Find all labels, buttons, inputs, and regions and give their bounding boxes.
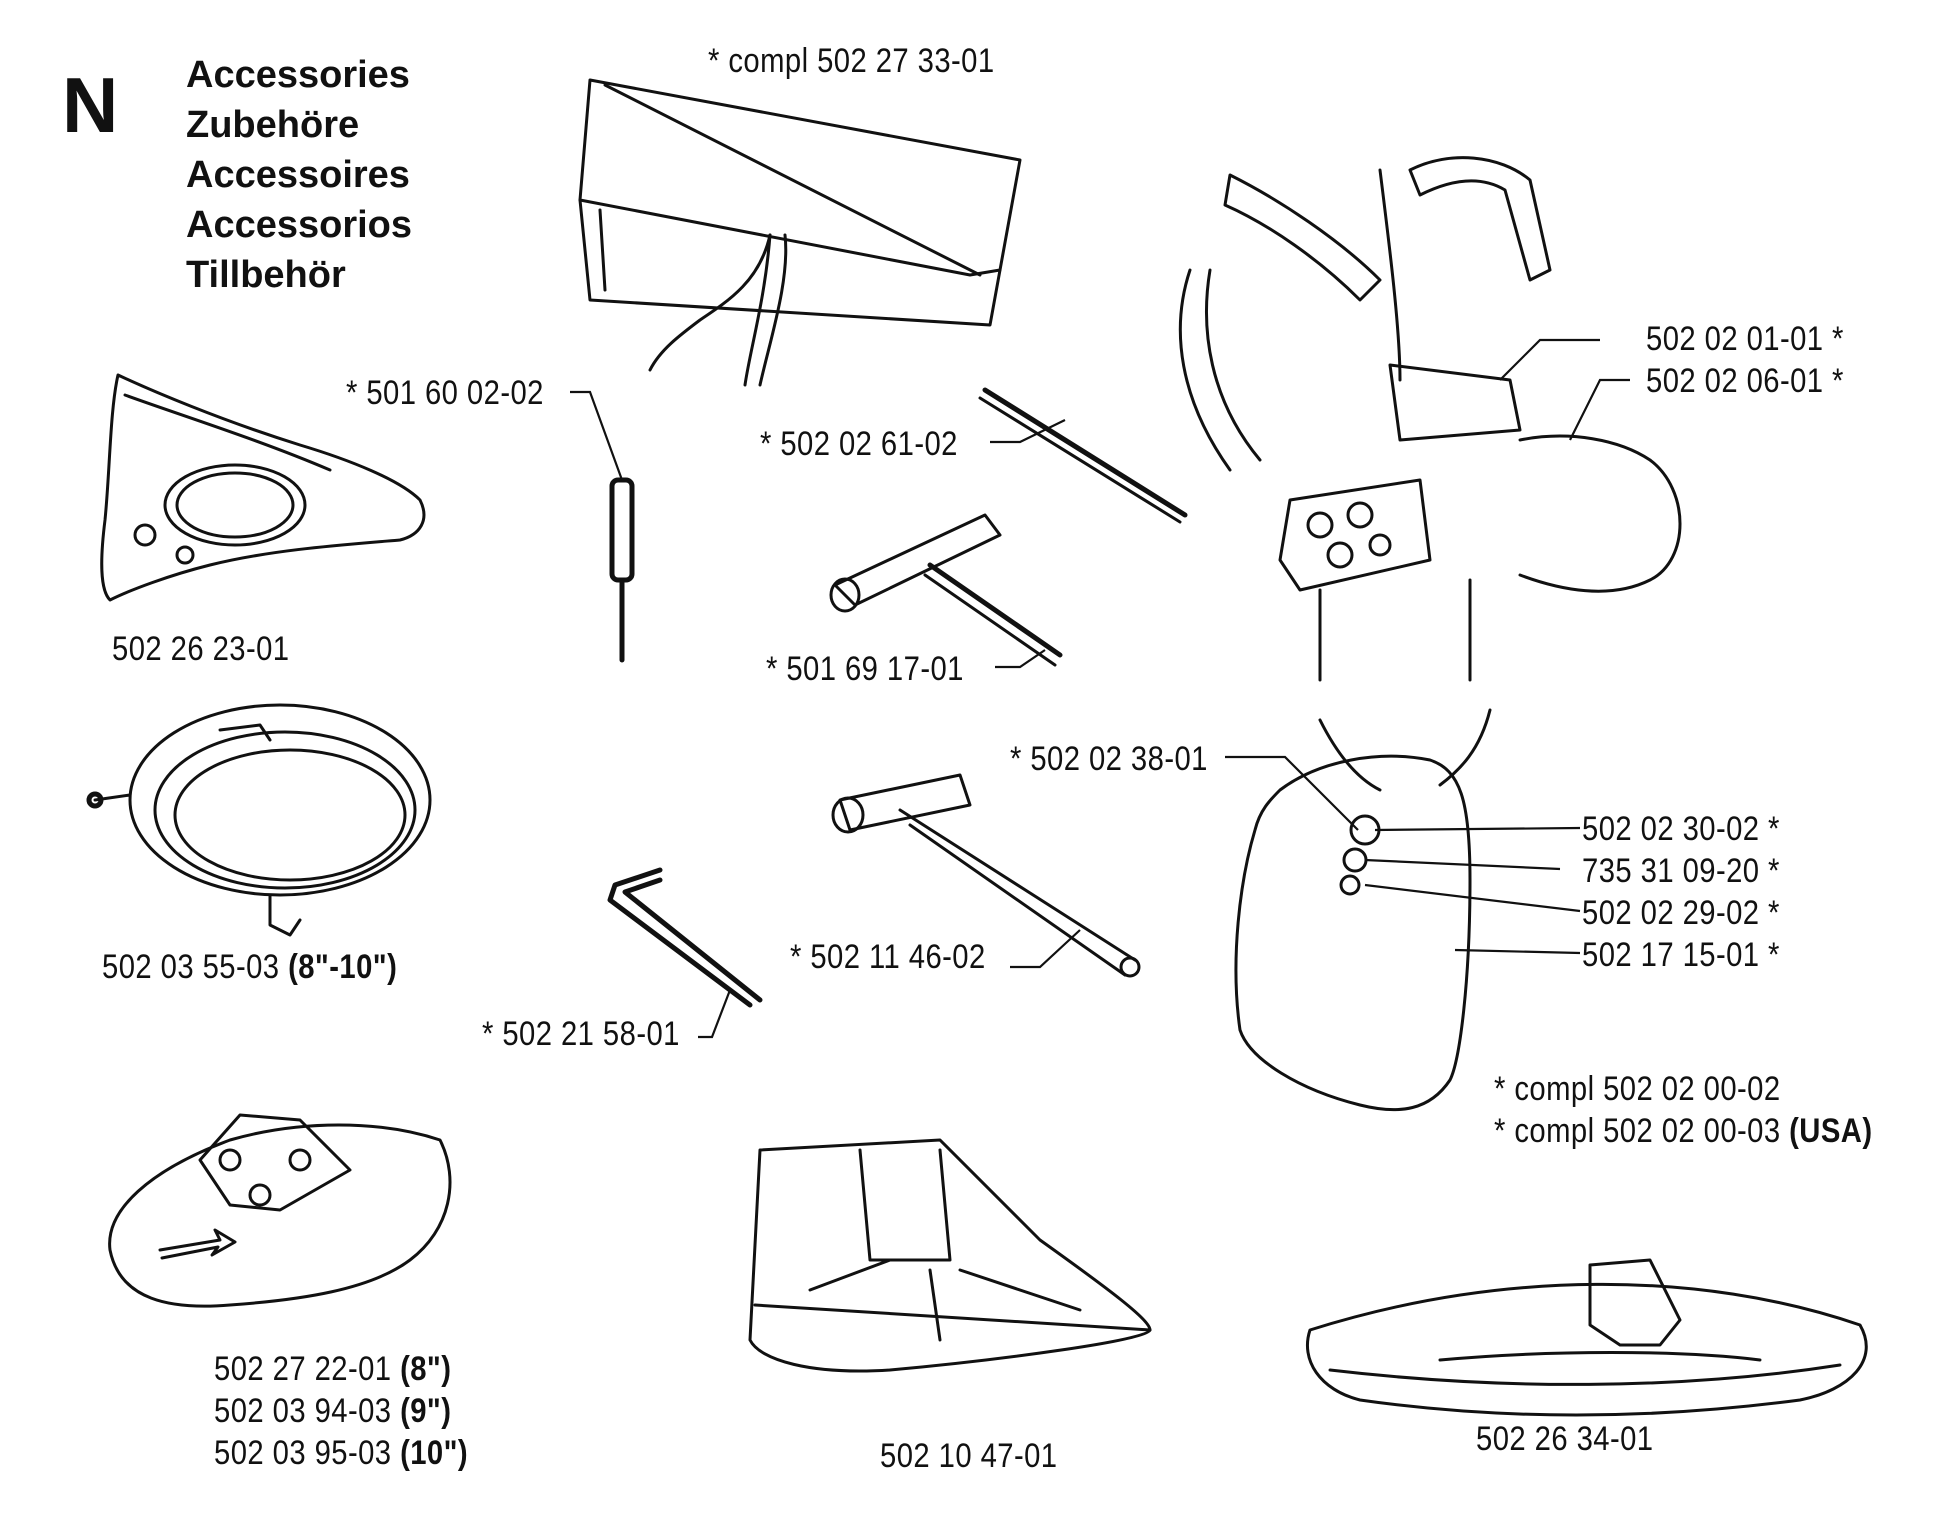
ring-guard-drawing [86,703,432,937]
tbar-large-drawing [831,773,1141,978]
label-harness-compl-2: * compl 502 02 00-03 (USA) [1494,1112,1872,1151]
label-ring-guard: 502 03 55-03 (8"-10") [102,948,397,987]
label-shield-a2-size: (9") [400,1392,452,1430]
label-shield-a3-size: (10") [400,1434,469,1472]
heading-en: Accessories [186,54,410,96]
tbar-small-drawing [829,513,1063,667]
label-tool-bag: * compl 502 27 33-01 [708,42,995,80]
shield-c-drawing [1305,1258,1868,1417]
guard-disc-drawing [100,373,426,602]
harness-drawing [1178,156,1682,792]
heading-de: Zubehöre [186,104,360,146]
label-hook: * 502 02 38-01 [1010,740,1208,778]
label-guard-disc: 502 26 23-01 [112,630,290,668]
heading-sv: Tillbehör [186,254,346,296]
heading-es: Accessorios [186,204,413,246]
label-shield-a1-number: 502 27 22-01 [214,1350,392,1388]
label-harness-top1: 502 02 01-01 * [1646,320,1844,358]
label-ring-guard-number: 502 03 55-03 [102,948,280,986]
label-ring-guard-size: (8"-10") [288,948,398,986]
label-harness-compl-2-number: * compl 502 02 00-03 [1494,1112,1781,1150]
leader-lines [570,338,1630,1039]
label-hardware-4: 502 17 15-01 * [1582,936,1780,974]
label-tbar-small: * 501 69 17-01 [766,650,964,688]
label-shield-a2-number: 502 03 94-03 [214,1392,392,1430]
label-hardware-3: 502 02 29-02 * [1582,894,1780,932]
label-shield-a1: 502 27 22-01 (8") [214,1350,451,1389]
label-tbar-large: * 502 11 46-02 [790,938,986,976]
label-shield-a2: 502 03 94-03 (9") [214,1392,451,1431]
shield-a-drawing [108,1113,452,1308]
label-shield-a3: 502 03 95-03 (10") [214,1434,468,1473]
label-allen-key: * 502 21 58-01 [482,1015,680,1053]
label-rod: * 502 02 61-02 [760,425,958,463]
screwdriver-drawing [609,477,635,663]
heading-fr: Accessoires [186,154,410,196]
label-shield-b: 502 10 47-01 [880,1437,1058,1475]
back-pad-drawing [1234,754,1472,1112]
label-shield-a3-number: 502 03 95-03 [214,1434,392,1472]
label-hardware-1: 502 02 30-02 * [1582,810,1780,848]
heading-block: Accessories Zubehöre Accessoires Accesso… [186,50,412,300]
rod-drawing [978,387,1188,524]
label-harness-top2: 502 02 06-01 * [1646,362,1844,400]
label-screwdriver: * 501 60 02-02 [346,374,544,412]
tool-bag-drawing [578,78,1022,387]
label-harness-compl-2-region: (USA) [1789,1112,1873,1150]
label-shield-a1-size: (8") [400,1350,452,1388]
section-letter: N [62,61,119,149]
shield-b-drawing [748,1138,1152,1373]
label-harness-compl-1: * compl 502 02 00-02 [1494,1070,1781,1108]
label-shield-c: 502 26 34-01 [1476,1420,1654,1458]
allen-key-drawing [607,867,763,1008]
label-hardware-2: 735 31 09-20 * [1582,852,1780,890]
